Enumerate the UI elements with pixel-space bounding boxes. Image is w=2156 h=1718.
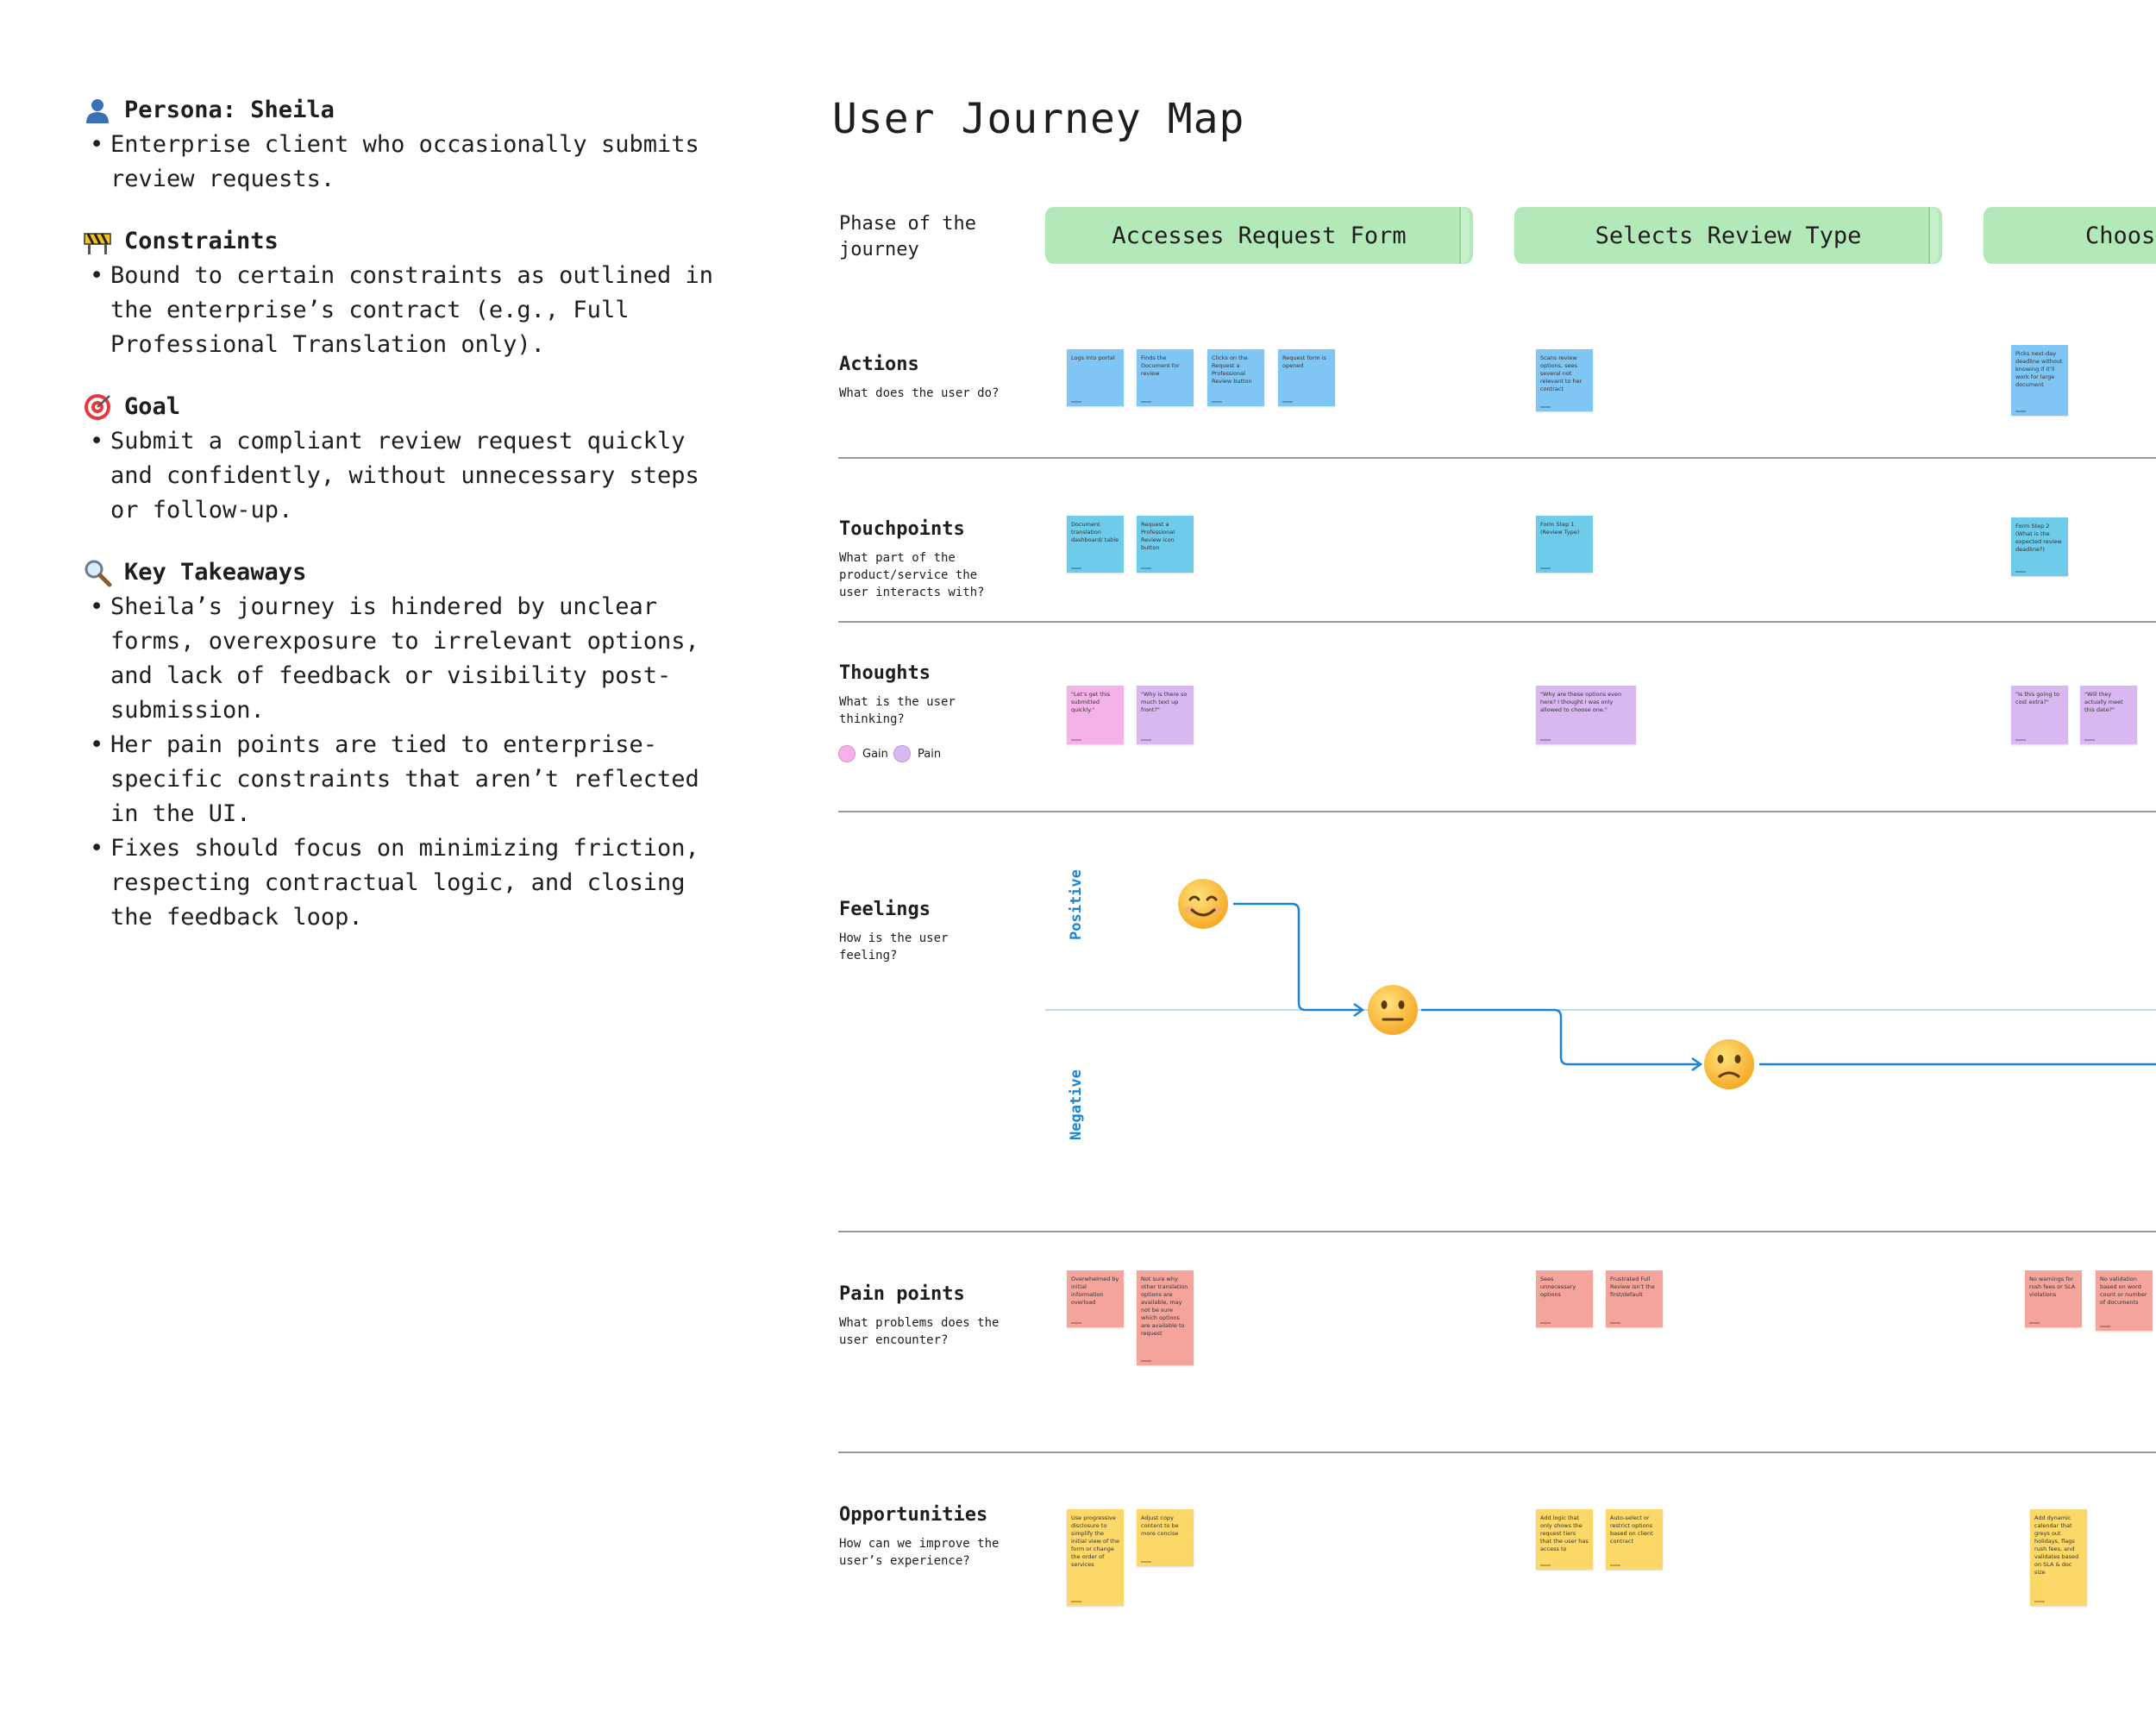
- opportunity-note: Use progressive disclosure to simplify t…: [1067, 1509, 1124, 1606]
- row-title: Phase of the journey: [839, 213, 976, 260]
- thought-note-pain: "Is this going to cost extra?": [2011, 686, 2068, 744]
- takeaways-section: Key Takeaways Sheila’s journey is hinder…: [83, 555, 721, 935]
- takeaway-bullet: Sheila’s journey is hindered by unclear …: [83, 590, 721, 728]
- goal-section: Goal Submit a compliant review request q…: [83, 390, 721, 528]
- touchpoint-note: Form Step 1 (Review Type): [1536, 516, 1593, 573]
- row-divider: [838, 621, 2156, 623]
- gain-dot: [838, 745, 856, 762]
- row-label-opportunities: Opportunities How can we improve the use…: [839, 1502, 1012, 1570]
- row-label-feelings: Feelings How is the user feeling?: [839, 897, 1012, 964]
- pain-point-note: Overwhelmed by initial information overl…: [1067, 1270, 1124, 1327]
- left-panel: Persona: Sheila Enterprise client who oc…: [83, 93, 721, 962]
- confused-face-icon: [1704, 1039, 1754, 1089]
- action-note: Picks next-day deadline without knowing …: [2011, 345, 2068, 416]
- action-note: Clicks on the Request a Professional Rev…: [1207, 349, 1264, 406]
- smiling-face-icon: [1178, 879, 1228, 929]
- construction-barrier-icon: [83, 227, 112, 256]
- row-title: Thoughts: [839, 662, 931, 684]
- thought-note-pain: "Why are these options even here? I thou…: [1536, 686, 1636, 744]
- row-subtitle: How is the user feeling?: [839, 931, 949, 962]
- takeaway-bullet: Her pain points are tied to enterprise-s…: [83, 728, 721, 831]
- action-note: Logs into portal: [1067, 349, 1124, 406]
- row-subtitle: What is the user thinking?: [839, 695, 956, 726]
- thought-note-gain: "Let’s get this submitted quickly.": [1067, 686, 1124, 744]
- neutral-face-icon: [1368, 985, 1418, 1035]
- touchpoint-note: Request a Professional Review icon butto…: [1137, 516, 1194, 573]
- row-subtitle: How can we improve the user’s experience…: [839, 1537, 1000, 1568]
- thought-note-pain: "Why is there so much text up front?": [1137, 686, 1194, 744]
- action-note: Finds the Document for review: [1137, 349, 1194, 406]
- persona-section: Persona: Sheila Enterprise client who oc…: [83, 93, 721, 197]
- goal-heading: Goal: [124, 393, 181, 420]
- opportunity-note: Auto-select or restrict options based on…: [1606, 1509, 1663, 1570]
- pain-point-note: No validation based on word count or num…: [2096, 1270, 2153, 1331]
- row-divider: [838, 1452, 2156, 1453]
- legend-gain: Gain: [838, 745, 888, 762]
- action-note: Scans review options, sees several not r…: [1536, 349, 1593, 411]
- feelings-path: [1421, 1008, 1699, 1066]
- row-title: Pain points: [839, 1283, 965, 1305]
- row-subtitle: What part of the product/service the use…: [839, 551, 985, 599]
- pain-dot: [893, 745, 911, 762]
- row-title: Opportunities: [839, 1504, 988, 1526]
- feelings-path: [1233, 902, 1361, 1012]
- row-divider: [838, 1231, 2156, 1232]
- goal-bullet: Submit a compliant review request quickl…: [83, 424, 721, 528]
- action-note: Request form is opened: [1278, 349, 1335, 406]
- touchpoint-note: Document translation dashboard/ table: [1067, 516, 1124, 573]
- target-icon: [83, 392, 112, 422]
- feelings-arrowhead: [1691, 1057, 1703, 1072]
- constraints-section: Constraints Bound to certain constraints…: [83, 224, 721, 362]
- row-label-actions: Actions What does the user do?: [839, 352, 1012, 402]
- takeaway-bullet: Fixes should focus on minimizing frictio…: [83, 831, 721, 935]
- legend-pain: Pain: [893, 745, 941, 762]
- row-label-pain-points: Pain points What problems does the user …: [839, 1282, 1012, 1349]
- row-label-thoughts: Thoughts What is the user thinking?: [839, 661, 1012, 728]
- row-divider: [838, 457, 2156, 459]
- takeaways-heading: Key Takeaways: [124, 559, 307, 586]
- phase-banner: Choos: [1984, 207, 2156, 264]
- phase-banner: Accesses Request Form: [1045, 207, 1473, 264]
- row-title: Feelings: [839, 899, 931, 920]
- legend-pain-label: Pain: [918, 747, 942, 761]
- row-subtitle: What problems does the user encounter?: [839, 1316, 1000, 1347]
- row-label-touchpoints: Touchpoints What part of the product/ser…: [839, 517, 1012, 601]
- pain-point-note: No warnings for rush fees or SLA violati…: [2025, 1270, 2082, 1327]
- persona-heading: Persona: Sheila: [124, 97, 335, 123]
- feelings-arrowhead: [1353, 1002, 1365, 1018]
- row-title: Touchpoints: [839, 518, 965, 540]
- legend-gain-label: Gain: [862, 747, 888, 761]
- opportunity-note: Add logic that only shows the request ti…: [1536, 1509, 1593, 1570]
- magnifier-icon: [83, 558, 112, 587]
- row-subtitle: What does the user do?: [839, 386, 1000, 400]
- constraints-bullet: Bound to certain constraints as outlined…: [83, 259, 721, 362]
- pain-point-note: Not sure why other translation options a…: [1137, 1270, 1194, 1365]
- person-icon: [83, 96, 112, 125]
- constraints-heading: Constraints: [124, 228, 279, 254]
- row-label-phase: Phase of the journey: [839, 211, 1012, 263]
- map-title: User Journey Map: [832, 95, 1245, 143]
- opportunity-note: Adjust copy content to be more concise: [1137, 1509, 1194, 1566]
- row-title: Actions: [839, 354, 919, 375]
- pain-point-note: Sees unnecessary options: [1536, 1270, 1593, 1327]
- thought-note-pain: "Will they actually meet this date?": [2080, 686, 2137, 744]
- touchpoint-note: Form Step 2 (What is the expected review…: [2011, 517, 2068, 576]
- row-divider: [838, 811, 2156, 812]
- opportunity-note: Add dynamic calendar that greys out holi…: [2030, 1509, 2087, 1606]
- pain-point-note: Frustrated Full Review isn’t the first/d…: [1606, 1270, 1663, 1327]
- phase-banner: Selects Review Type: [1514, 207, 1942, 264]
- persona-bullet: Enterprise client who occasionally submi…: [83, 128, 721, 197]
